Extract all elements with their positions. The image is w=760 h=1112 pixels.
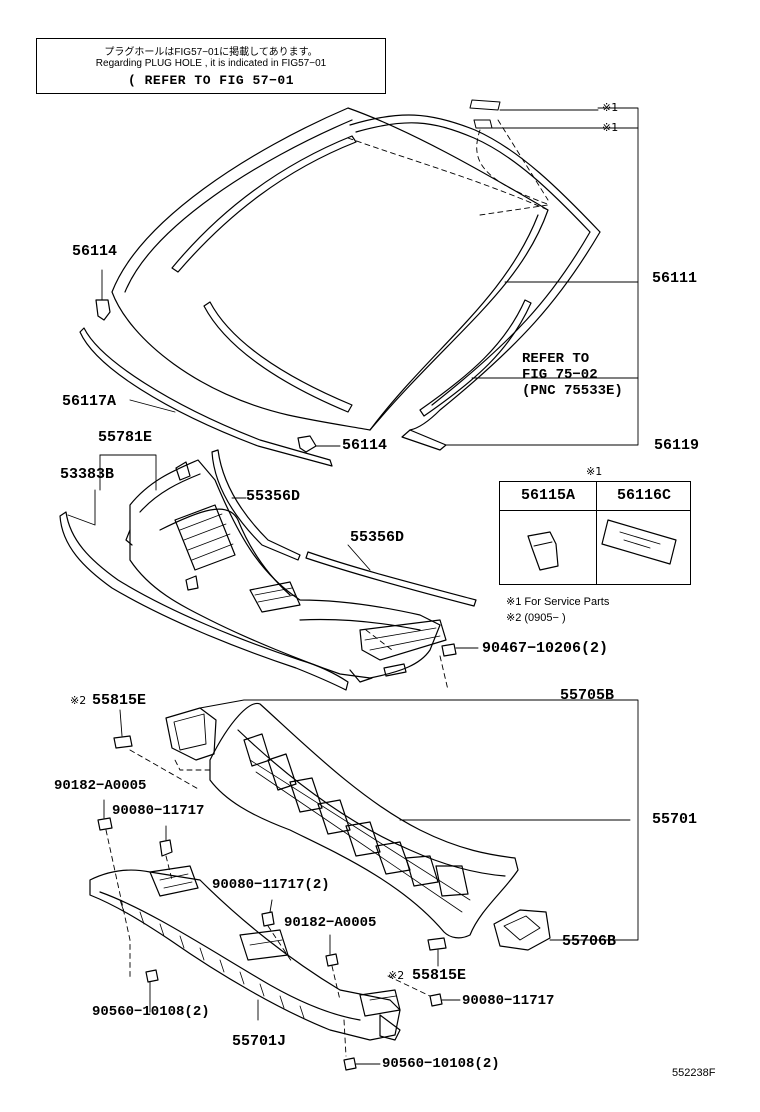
part-label-55705b: 55705B [560, 687, 615, 704]
part-label-90080: 90080−11717 [112, 803, 205, 819]
clip-55815e [113, 709, 447, 967]
legend-line-2: ※2 (0905− ) [506, 612, 566, 624]
service-parts-table: 56115A 56116C [499, 481, 691, 585]
part-label-90080: 90080−11717 [462, 993, 555, 1009]
legend-line-1: ※1 For Service Parts [506, 596, 610, 608]
note-mark-label: ※2 [70, 694, 87, 707]
cowl-seal-55356d [211, 449, 477, 607]
part-label-56111: 56111 [652, 270, 698, 287]
part-label-56119: 56119 [654, 437, 700, 454]
glass-spacer-56114 [95, 269, 341, 453]
service-mark-label: ※1 [602, 121, 619, 134]
table-divider [500, 510, 690, 511]
refer-label-line3: (PNC 75533E) [522, 383, 623, 399]
clip-90467-10206 [365, 629, 479, 691]
part-label-56114: 56114 [342, 437, 388, 454]
part-label-55701j: 55701J [232, 1033, 287, 1050]
service-part-clips [445, 99, 639, 446]
service-mark-label: ※1 [602, 101, 619, 114]
service-table-mark: ※1 [586, 465, 603, 478]
part-label-55706b: 55706B [562, 933, 617, 950]
part-label-55356d: 55356D [350, 529, 405, 546]
part-label-55815e: 55815E [92, 692, 147, 709]
cowl-bracket-55706b [493, 699, 639, 951]
part-label-53383b: 53383B [60, 466, 115, 483]
service-table-col-56116c: 56116C [616, 487, 671, 504]
part-label-55701: 55701 [652, 811, 698, 828]
part-label-90182: 90182−A0005 [54, 778, 147, 794]
windshield-glass-56111 [111, 107, 549, 431]
part-label-56114: 56114 [72, 243, 118, 260]
note-line-en: Regarding PLUG HOLE , it is indicated in… [95, 58, 327, 69]
windshield-moulding-56119 [171, 114, 601, 451]
part-label-55781e: 55781E [98, 429, 153, 446]
fasteners [97, 799, 461, 1071]
part-label-56117a: 56117A [62, 393, 117, 410]
service-table-col-56115a: 56115A [520, 487, 575, 504]
figure-code: 552238F [672, 1067, 716, 1079]
refer-note-box: プラグホールはFIG57−01に掲載してあります。 Regarding PLUG… [36, 38, 386, 94]
note-line-jp: プラグホールはFIG57−01に掲載してあります。 [104, 47, 318, 58]
cowl-seal-53383b [59, 489, 349, 691]
refer-label-line2: FIG 75−02 [522, 367, 598, 383]
refer-label-line1: REFER TO [522, 351, 590, 367]
note-line-refer: ( REFER TO FIG 57−01 [127, 73, 295, 88]
cowl-panel-55701 [174, 699, 631, 939]
lower-cowl-55701j [89, 865, 401, 1041]
part-label-90182: 90182−A0005 [284, 915, 377, 931]
service-part-sketches [527, 519, 677, 571]
windshield-dam-56117a [79, 327, 333, 467]
part-label-55356d: 55356D [246, 488, 301, 505]
part-label-90560: 90560−10108(2) [92, 1004, 210, 1020]
part-label-90560: 90560−10108(2) [382, 1056, 500, 1072]
part-label-90467: 90467−10206(2) [482, 640, 609, 657]
part-label-90080: 90080−11717(2) [212, 877, 330, 893]
cowl-louver-55781e [99, 454, 447, 683]
cowl-bracket-55705b [129, 699, 245, 791]
table-divider [596, 482, 597, 584]
note-mark-label: ※2 [388, 969, 405, 982]
part-label-55815e: 55815E [412, 967, 467, 984]
